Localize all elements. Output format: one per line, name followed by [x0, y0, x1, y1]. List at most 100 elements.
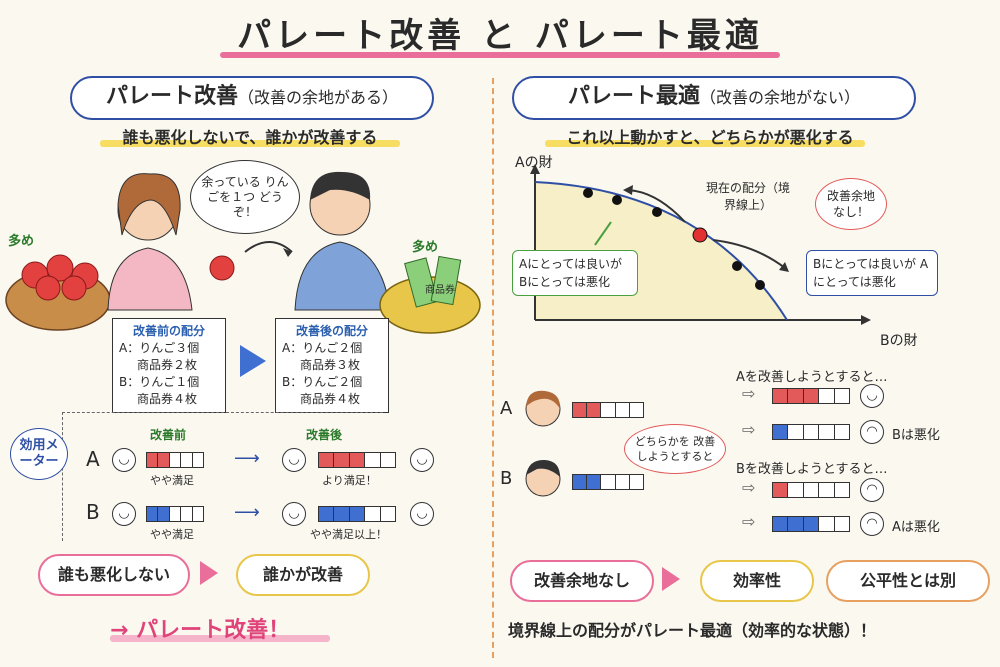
person-b-hair: [526, 459, 560, 477]
person-b-meter: [572, 474, 644, 490]
voucher-label: 商品券: [425, 285, 455, 296]
col-before: 改善前: [150, 428, 187, 442]
before-box-header: 改善前の配分: [132, 324, 205, 338]
arrow-right-icon: ⟶: [234, 502, 260, 523]
woman-hair: [117, 173, 181, 236]
smile-face-icon: ◡: [860, 384, 884, 408]
left-heading-main: パレート改善: [105, 84, 238, 109]
current-point: [692, 227, 708, 243]
pointer-left: [594, 221, 612, 246]
right-heading: パレート最適（改善の余地がない）: [512, 76, 916, 120]
row-b-after-caption: やや満足以上！: [310, 528, 387, 541]
right-subtitle: これ以上動かすと、どちらかが悪化する: [566, 128, 854, 147]
right-subtitle-highlight: [545, 140, 865, 147]
flow1-cloud: 改善余地なし: [510, 560, 654, 602]
flow2-cloud: 効率性: [700, 560, 814, 602]
b-try-meter-a: [772, 482, 850, 498]
apple: [61, 275, 87, 301]
smile-face-icon: ◡: [282, 448, 306, 472]
center-divider: [492, 78, 494, 658]
after-line: 商品券３枚: [300, 358, 361, 372]
chart-xlabel: Bの財: [880, 333, 918, 349]
left-note: Aにとっては良いが Bにとっては悪化: [512, 250, 638, 296]
before-line: B：りんご１個: [119, 375, 200, 389]
after-line: B：りんご２個: [282, 375, 363, 389]
meter-b-before: [146, 506, 204, 522]
after-box: 改善後の配分 A：りんご２個 商品券３枚 B：りんご２個 商品券４枚: [275, 318, 389, 413]
before-line: 商品券４枚: [137, 392, 198, 406]
a-try-meter-a: [772, 388, 850, 404]
tag-right: 多め: [412, 240, 439, 255]
smile-face-icon: ◡: [112, 448, 136, 472]
col-after: 改善後: [306, 428, 343, 442]
no-room-bubble: 改善余地なし！: [815, 178, 887, 230]
before-line: A：りんご３個: [119, 341, 200, 355]
before-box: 改善前の配分 A：りんご３個 商品券２枚 B：りんご１個 商品券４枚: [112, 318, 226, 413]
arrow-right-icon: ⇨: [742, 420, 756, 439]
meter-b-after: [318, 506, 396, 522]
row-a-before-caption: やや満足: [150, 474, 194, 487]
arrow-right-icon: ⟶: [234, 448, 260, 469]
arrow-right-icon: ⇨: [742, 384, 756, 403]
arrow-right-icon: ⇨: [742, 512, 756, 531]
chart-ylabel: Aの財: [515, 155, 553, 171]
b-try-meter-b: [772, 516, 850, 532]
person-portraits: [525, 390, 561, 497]
voucher: [404, 257, 439, 308]
conclusion-highlight: [110, 635, 330, 642]
flow-arrow-icon: [200, 561, 218, 585]
after-line: 商品券４枚: [300, 392, 361, 406]
meter-frame: [62, 412, 383, 541]
grin-face-icon: ◡: [410, 502, 434, 526]
try-bubble: どちらかを 改善しようとすると: [624, 424, 726, 474]
apple: [46, 254, 74, 282]
frown-face-icon: ◠: [860, 478, 884, 502]
frown-face-icon: ◠: [860, 512, 884, 536]
title-underline: [220, 52, 780, 58]
a-try-label: Aを改善しようとすると…: [736, 370, 888, 385]
after-line: A：りんご２個: [282, 341, 363, 355]
a-try-meter-b: [772, 424, 850, 440]
flow3-cloud: 公平性とは別: [826, 560, 990, 602]
left-conclusion: → パレート改善！: [110, 618, 291, 643]
person-a-name: A: [500, 398, 513, 419]
flow-left-cloud: 誰も悪化しない: [38, 554, 190, 596]
apple-in-hand: [209, 255, 235, 281]
page-title: パレート改善 と パレート最適: [237, 16, 763, 56]
frontier-point: [652, 207, 662, 217]
left-heading: パレート改善（改善の余地がある）: [70, 76, 434, 120]
person-b-name: B: [500, 468, 513, 489]
frontier-point: [612, 195, 622, 205]
meter-label: 効用メーター: [10, 428, 68, 480]
tag-left: 多め: [8, 234, 35, 249]
smile-face-icon: ◡: [112, 502, 136, 526]
current-label: 現在の配分（境界線上）: [705, 181, 790, 212]
person-a-meter: [572, 402, 644, 418]
apple: [35, 275, 61, 301]
flow-arrow-icon: [662, 567, 680, 591]
frontier-point: [732, 261, 742, 271]
man-hair: [310, 171, 371, 200]
left-heading-sub: （改善の余地がある）: [238, 88, 399, 107]
right-heading-sub: （改善の余地がない）: [700, 88, 861, 107]
frontier-point: [755, 280, 765, 290]
row-b-name: B: [86, 500, 100, 524]
move-right-arrow: [712, 239, 786, 269]
smile-face-icon: ◡: [282, 502, 306, 526]
man-body: [294, 241, 391, 311]
row-a-name: A: [86, 447, 100, 471]
grin-face-icon: ◡: [410, 448, 434, 472]
left-subtitle: 誰も悪化しないで、誰かが改善する: [122, 128, 378, 147]
left-subtitle-highlight: [100, 140, 400, 147]
left-illustration: [5, 171, 481, 334]
give-arrow: [244, 241, 293, 253]
meter-a-after: [318, 452, 396, 468]
row-b-before-caption: やや満足: [150, 528, 194, 541]
meter-a-before: [146, 452, 204, 468]
flow-right-cloud: 誰かが改善: [236, 554, 370, 596]
right-note: Bにとっては良いが Aにとっては悪化: [806, 250, 938, 296]
after-box-header: 改善後の配分: [295, 324, 368, 338]
frown-face-icon: ◠: [860, 420, 884, 444]
before-line: 商品券２枚: [137, 358, 198, 372]
voucher: [430, 255, 462, 306]
